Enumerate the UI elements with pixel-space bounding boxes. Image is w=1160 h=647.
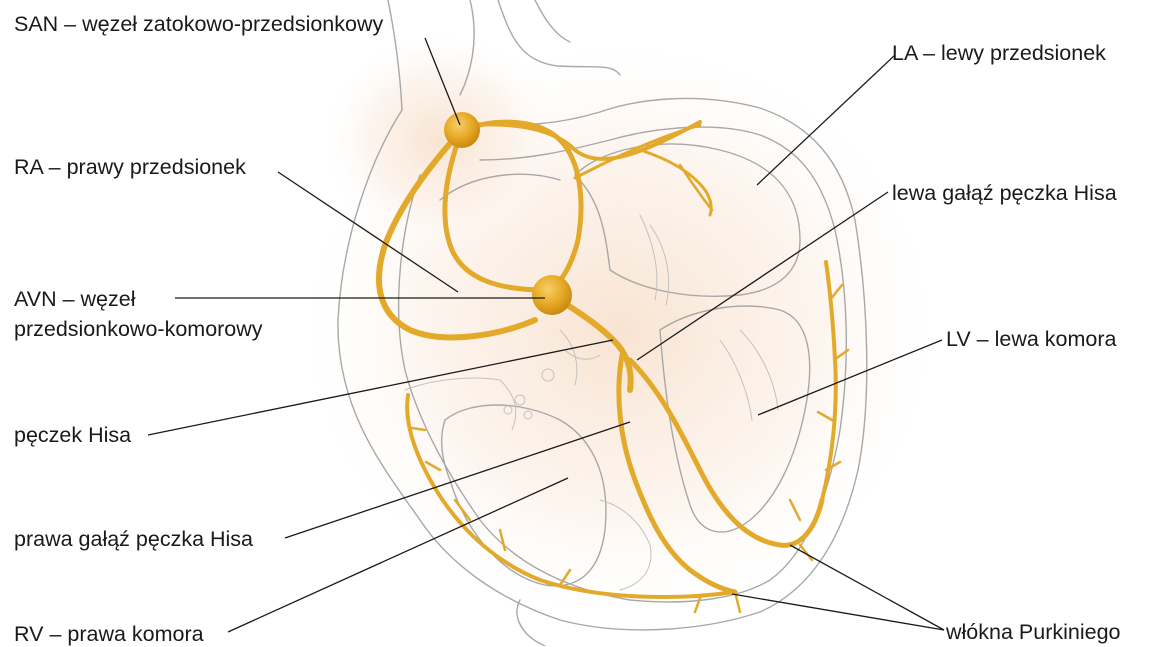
label-san: SAN – węzeł zatokowo-przedsionkowy <box>14 11 383 37</box>
background-glow <box>290 30 950 630</box>
label-la: LA – lewy przedsionek <box>892 40 1106 66</box>
label-right-bundle-branch: prawa gałąź pęczka Hisa <box>14 526 253 552</box>
label-avn-line2: przedsionkowo-komorowy <box>14 316 263 342</box>
label-lv: LV – lewa komora <box>946 326 1117 352</box>
avn-node <box>532 275 572 315</box>
label-his-bundle: pęczek Hisa <box>14 422 131 448</box>
san-node <box>444 112 480 148</box>
label-ra: RA – prawy przedsionek <box>14 154 246 180</box>
label-purkinje-fibers: włókna Purkiniego <box>946 619 1121 645</box>
label-rv: RV – prawa komora <box>14 621 204 647</box>
label-avn-line1: AVN – węzeł <box>14 286 135 312</box>
label-left-bundle-branch: lewa gałąź pęczka Hisa <box>892 180 1117 206</box>
